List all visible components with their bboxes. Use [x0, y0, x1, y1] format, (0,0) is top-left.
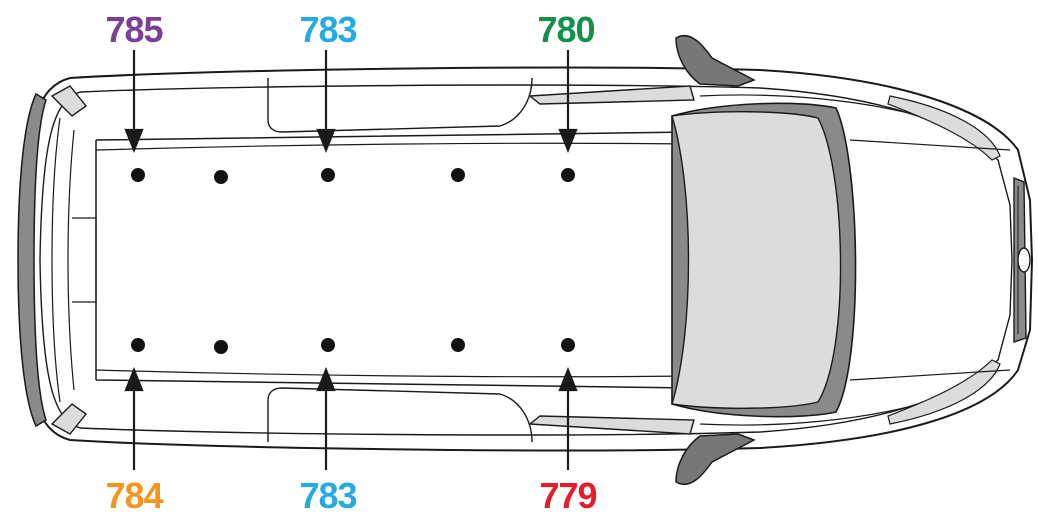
mounting-point-bottom-3	[321, 338, 335, 352]
mounting-point-top-5	[561, 168, 575, 182]
mirror-bottom-icon	[675, 433, 756, 485]
roof-rail-bottom	[95, 369, 691, 378]
roof-rail-top	[95, 142, 691, 151]
arrow-784	[124, 367, 144, 470]
front-glass-top	[528, 85, 695, 105]
rear-door-lines	[51, 117, 75, 403]
windshield-glass	[671, 111, 842, 409]
van-outer-outline	[18, 66, 1034, 452]
label-783-top: 783	[299, 9, 356, 50]
front-side-glass-bottom	[887, 359, 1001, 425]
arrow-783-bottom	[316, 367, 336, 470]
mounting-point-top-3	[321, 168, 335, 182]
hood-lines	[849, 139, 1011, 381]
label-780: 780	[537, 9, 594, 50]
front-side-glass-top	[887, 95, 1001, 161]
mounting-point-bottom-4	[451, 338, 465, 352]
windshield	[671, 102, 857, 418]
mounting-point-bottom-5	[561, 338, 575, 352]
side-window-bottom	[267, 387, 533, 443]
side-window-top	[267, 77, 533, 133]
arrow-779	[558, 367, 578, 470]
roof-load-area	[95, 131, 691, 389]
mounting-point-bottom-1	[131, 338, 145, 352]
van-inner-outline	[39, 84, 1013, 436]
label-784: 784	[105, 475, 163, 515]
arrow-780	[558, 50, 578, 153]
label-783-bottom: 783	[299, 475, 356, 515]
front-end	[849, 139, 1031, 381]
label-785: 785	[105, 9, 163, 50]
rear-light-top	[50, 85, 88, 117]
van-body	[17, 66, 1034, 452]
label-779: 779	[539, 475, 596, 515]
mounting-point-top-2	[214, 170, 228, 184]
mounting-points	[131, 168, 575, 354]
arrow-785	[124, 50, 144, 153]
front-emblem	[1017, 247, 1031, 273]
code-labels: 785 783 780 784 783 779	[105, 9, 597, 515]
a-pillar-lines	[699, 94, 921, 426]
rear-light-bottom	[50, 403, 88, 435]
rear-bumper	[17, 92, 47, 428]
mirrors	[675, 35, 756, 485]
arrows	[124, 50, 578, 470]
mounting-point-top-4	[451, 168, 465, 182]
mirror-top-icon	[675, 35, 756, 87]
mounting-point-bottom-2	[214, 340, 228, 354]
arrow-783-top	[316, 50, 336, 153]
mounting-point-top-1	[131, 168, 145, 182]
front-glass-bottom	[528, 415, 695, 435]
